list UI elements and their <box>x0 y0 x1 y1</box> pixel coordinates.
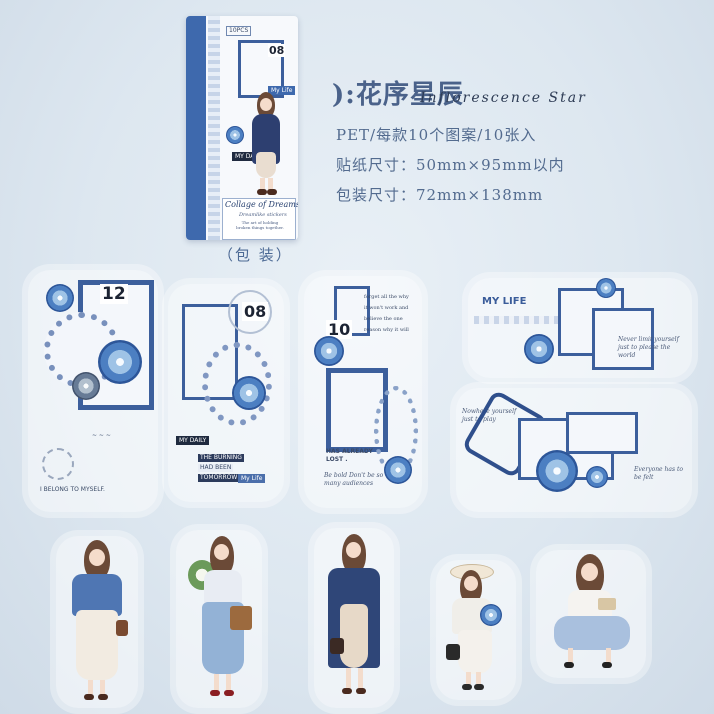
package-title-box: Collage of Dreams Dreamlike stickers The… <box>222 198 298 240</box>
girl-3-bag <box>330 638 344 654</box>
sticker-1-text: I BELONG TO MYSELF. <box>40 486 105 493</box>
package-collage-title: Collage of Dreams <box>225 200 298 209</box>
sticker-1-script: ~ ~ ~ <box>92 432 111 439</box>
sticker-4-my-life: MY LIFE <box>482 296 527 307</box>
sticker-4-bottom: Nowhere yourself just to play Everyone h… <box>456 388 692 512</box>
girl-sticker-3 <box>314 528 394 708</box>
sticker-3-flower-bottom <box>384 456 412 484</box>
sticker-1-flower-bottom <box>72 372 100 400</box>
package-my-life: My Life <box>268 86 296 95</box>
package-lace-strip <box>208 16 220 240</box>
sticker-4-frame-2 <box>592 308 654 370</box>
package-number: 08 <box>268 44 286 57</box>
sticker-2-tag-2: HAD BEEN <box>198 464 234 472</box>
sticker-2: 08 MY DAILY THE BURNING HAD BEEN TOMORRO… <box>168 284 284 502</box>
package-flower <box>226 126 244 144</box>
girl-sticker-5 <box>536 550 646 678</box>
girl-2-basket <box>230 606 252 630</box>
sticker-4-script-2: Nowhere yourself just to play <box>462 408 517 423</box>
sticker-1: 12 ~ ~ ~ I BELONG TO MYSELF. <box>28 270 158 512</box>
girl-1-figure <box>66 540 128 704</box>
package-collage-sub: Dreamlike stickers <box>239 212 287 218</box>
girl-sticker-1 <box>56 536 138 708</box>
girl-3-figure <box>322 534 386 704</box>
sticker-4-flower-1 <box>524 334 554 364</box>
package-caption: （包 装） <box>218 246 293 264</box>
sticker-3-number: 10 <box>326 320 353 339</box>
sticker-4-flower-4 <box>586 466 608 488</box>
product-line-package-size: 包装尺寸：72mm×138mm <box>336 186 544 204</box>
sticker-1-flower-small <box>46 284 74 312</box>
sticker-2-tag-1: THE BURNING <box>198 454 244 462</box>
package-my-daily: MY DAILY <box>232 152 266 161</box>
sticker-2-number: 08 <box>242 302 269 321</box>
sticker-2-my-daily: MY DAILY <box>176 436 210 445</box>
sticker-1-stamp <box>42 448 74 480</box>
sticker-3-already: HAS ALREADY LOST . <box>326 448 373 463</box>
sticker-1-flower-large <box>98 340 142 384</box>
sticker-2-circle <box>228 290 272 334</box>
product-line-sticker-size: 贴纸尺寸：50mm×95mm以内 <box>336 156 565 174</box>
sticker-3: 10 forget all the why it won't work and … <box>304 276 422 508</box>
sticker-2-my-life: My Life <box>238 474 266 483</box>
girl-4-figure <box>444 564 508 698</box>
sticker-3-flower-top <box>314 336 344 366</box>
girl-4-bag <box>446 644 460 660</box>
sticker-4-script-1: Never limit yourself just to please the … <box>618 336 679 359</box>
package-count-tag: 10PCS <box>226 26 252 36</box>
sticker-1-number: 12 <box>100 284 128 304</box>
package-girl-figure <box>248 92 284 196</box>
girl-sticker-2 <box>176 530 262 708</box>
sticker-4-script-3: Everyone has to be felt <box>634 466 683 481</box>
sticker-4-top: MY LIFE Never limit yourself just to ple… <box>468 278 692 378</box>
sticker-2-tag-3: TOMORROW <box>198 474 240 482</box>
sticker-4-flower-3 <box>536 450 578 492</box>
girl-2-figure <box>188 536 252 704</box>
product-line-material: PET/每款10个图案/10张入 <box>336 126 537 144</box>
girl-4-flower <box>480 604 502 626</box>
sticker-4-flower-2 <box>596 278 616 298</box>
sticker-4-lace-strip <box>474 316 564 324</box>
package-side-strip <box>186 16 206 240</box>
sticker-4-frame-4 <box>566 412 638 454</box>
package-collage-desc: The art of holding broken things togethe… <box>236 220 284 230</box>
sticker-3-quote: forget all the why it won't work and bel… <box>364 294 409 333</box>
product-title-script: Inflorescence Star <box>420 90 587 106</box>
sticker-3-script: Be bold Don't be so many audiences <box>324 472 384 487</box>
sticker-2-lace-oval <box>202 342 272 426</box>
girl-5-book <box>598 598 616 610</box>
sticker-2-flower <box>232 376 266 410</box>
product-title: ):花序星辰 <box>332 80 464 110</box>
package-card: 10PCS 08 My Life MY DAILY Collage of Dre… <box>186 16 298 240</box>
girl-sticker-4 <box>436 560 516 700</box>
girl-5-figure <box>546 554 638 674</box>
girl-1-bag <box>116 620 128 636</box>
